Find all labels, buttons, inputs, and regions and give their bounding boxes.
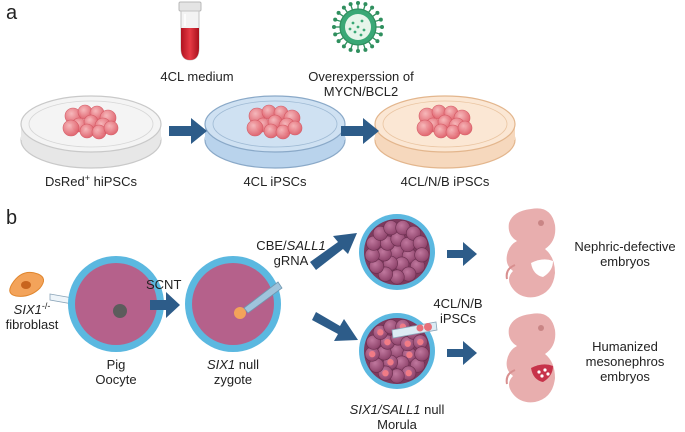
fibroblast-label: fibroblast bbox=[5, 317, 59, 332]
embryo-icon bbox=[505, 313, 556, 403]
outcome2-label-line3: embryos bbox=[600, 369, 650, 384]
injection-pipette-icon bbox=[243, 281, 283, 314]
zygote-label-line2: zygote bbox=[213, 372, 253, 387]
panel-a-letter: a bbox=[6, 2, 18, 24]
arrow-oocyte-to-zygote bbox=[150, 292, 180, 318]
zygote-icon bbox=[185, 256, 281, 352]
zygote-label-line1: SIX1 null bbox=[206, 357, 260, 372]
petri-dish-icon bbox=[20, 95, 162, 169]
petri-dish-icon bbox=[374, 95, 516, 169]
test-tube-icon bbox=[178, 1, 202, 61]
morula-label-line1: SIX1/SALL1 null bbox=[349, 402, 445, 417]
arrow-zygote-to-morula-top bbox=[310, 233, 357, 270]
dish1-label: DsRed+ hiPSCs bbox=[45, 173, 137, 190]
dish3-label: 4CL/N/B iPSCs bbox=[400, 174, 490, 189]
overexpression-label-line1: Overexperssion of bbox=[308, 69, 414, 84]
overexpression-label-line2: MYCN/BCL2 bbox=[323, 84, 399, 99]
panel-b-letter: b bbox=[6, 207, 18, 229]
arrow-zygote-to-morula-bottom bbox=[312, 312, 358, 341]
oocyte-label-line1: Pig bbox=[106, 357, 126, 372]
virus-icon bbox=[332, 1, 384, 53]
petri-dish-icon bbox=[204, 95, 346, 169]
outcome1-label-line1: Nephric-defective bbox=[574, 239, 676, 254]
morula-icon bbox=[359, 214, 435, 290]
injected-cells-label-line1: 4CL/N/B bbox=[433, 296, 483, 311]
injected-cells-label-line2: iPSCs bbox=[439, 311, 477, 326]
grna-label: gRNA bbox=[273, 253, 309, 268]
cbe-label: CBE/SALL1 bbox=[256, 238, 326, 253]
oocyte-label-line2: Oocyte bbox=[95, 372, 137, 387]
outcome2-label-line1: Humanized bbox=[592, 339, 658, 354]
arrow-morula-to-embryo-top bbox=[447, 242, 477, 266]
injection-pipette-icon bbox=[391, 321, 438, 339]
arrow-dish1-to-dish2 bbox=[169, 118, 207, 144]
outcome2-label-line2: mesonephros bbox=[585, 354, 665, 369]
outcome1-label-line2: embryos bbox=[600, 254, 650, 269]
arrow-dish2-to-dish3 bbox=[341, 118, 379, 144]
embryo-icon bbox=[505, 208, 556, 298]
arrow-morula-to-embryo-bottom bbox=[447, 341, 477, 365]
oocyte-icon bbox=[68, 256, 164, 352]
morula-label-line2: Morula bbox=[377, 417, 417, 432]
scnt-label: SCNT bbox=[146, 277, 182, 292]
medium-label: 4CL medium bbox=[160, 69, 234, 84]
fibroblast-icon bbox=[9, 271, 44, 297]
dish2-label: 4CL iPSCs bbox=[243, 174, 307, 189]
fibroblast-gene-label: SIX1-/- bbox=[13, 301, 51, 318]
